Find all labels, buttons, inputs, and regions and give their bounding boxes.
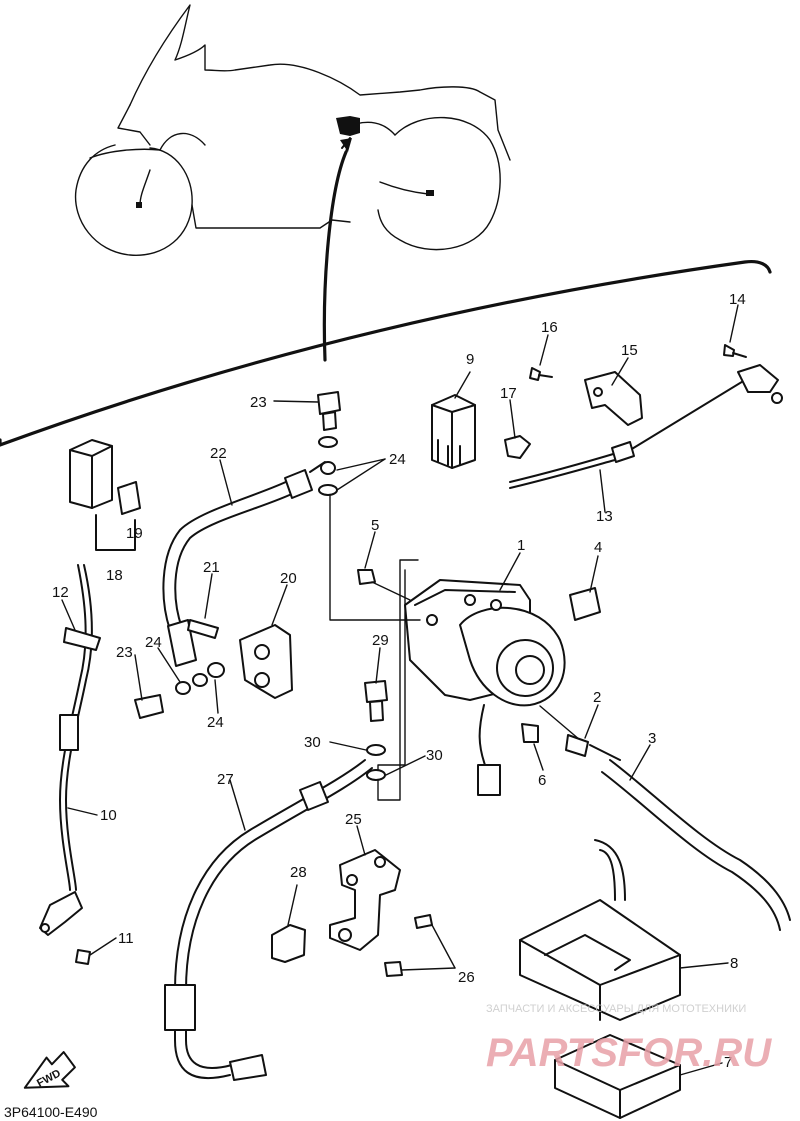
banjo-bolt-top: [317, 391, 341, 496]
callout-11: 11: [118, 930, 134, 947]
callout-15: 15: [621, 342, 638, 359]
detail-frame: [0, 259, 772, 447]
motorcycle-outline: [74, 4, 511, 362]
callout-5: 5: [371, 517, 379, 534]
callout-3: 3: [648, 730, 656, 747]
brake-hose-lower: [164, 759, 373, 1081]
callout-16: 16: [541, 319, 558, 336]
callout-9: 9: [466, 351, 474, 368]
callout-1: 1: [517, 537, 525, 554]
callout-6: 6: [538, 772, 546, 789]
ecu-cover: [554, 1034, 681, 1119]
fwd-arrow: FWD: [23, 1051, 76, 1090]
abs-connector: [477, 704, 501, 796]
callout-19: 19: [126, 525, 143, 542]
brake-hose-upper: [162, 461, 326, 667]
callout-25: 25: [345, 811, 362, 828]
watermark: ЗАПЧАСТИ И АКСЕССУАРЫ ДЛЯ МОТОТЕХНИКИ PA…: [486, 1003, 772, 1075]
callout-28: 28: [290, 864, 307, 881]
rear-wheel-sensor: [39, 564, 101, 965]
callout-21: 21: [203, 559, 220, 576]
callout-30: 30: [304, 734, 321, 751]
abs-ecu: [519, 839, 681, 1021]
abs-hydraulic-unit: [357, 569, 601, 743]
callout-27: 27: [217, 771, 234, 788]
diagram-code: 3P64100-E490: [4, 1104, 98, 1120]
relay-part: [431, 394, 476, 469]
callout-12: 12: [52, 584, 69, 601]
callout-20: 20: [280, 570, 297, 587]
callout-26: 26: [458, 969, 475, 986]
callout-14: 14: [729, 291, 746, 308]
watermark-tagline: ЗАПЧАСТИ И АКСЕССУАРЫ ДЛЯ МОТОТЕХНИКИ: [486, 1003, 746, 1015]
callout-leaders: [61, 304, 739, 1076]
callout-18: 18: [106, 567, 123, 584]
callout-23b: 23: [116, 644, 133, 661]
callout-29: 29: [372, 632, 389, 649]
callout-24: 24: [389, 451, 406, 468]
callout-23: 23: [250, 394, 267, 411]
callout-10: 10: [100, 807, 117, 824]
coupler-part: [69, 439, 141, 551]
callout-13: 13: [596, 508, 613, 525]
callout-7: 7: [724, 1054, 732, 1071]
watermark-brand: PARTSFOR.RU: [486, 1031, 772, 1075]
callout-numbers: 1 2 3 4 5 6 7 8 9 10 11 12 13 14 15 16 1…: [52, 291, 746, 1071]
front-wheel-sensor: [504, 344, 783, 489]
callout-30b: 30: [426, 747, 443, 764]
callout-22: 22: [210, 445, 227, 462]
banjo-bolt-lower: [364, 680, 388, 781]
callout-2: 2: [593, 689, 601, 706]
hose-joint: [134, 619, 293, 719]
bracket-assembly: [271, 849, 433, 977]
callout-17: 17: [500, 385, 517, 402]
callout-8: 8: [730, 955, 738, 972]
callout-24b: 24: [145, 634, 162, 651]
callout-4: 4: [594, 539, 602, 556]
callout-24c: 24: [207, 714, 224, 731]
breather-hose: [565, 734, 791, 931]
